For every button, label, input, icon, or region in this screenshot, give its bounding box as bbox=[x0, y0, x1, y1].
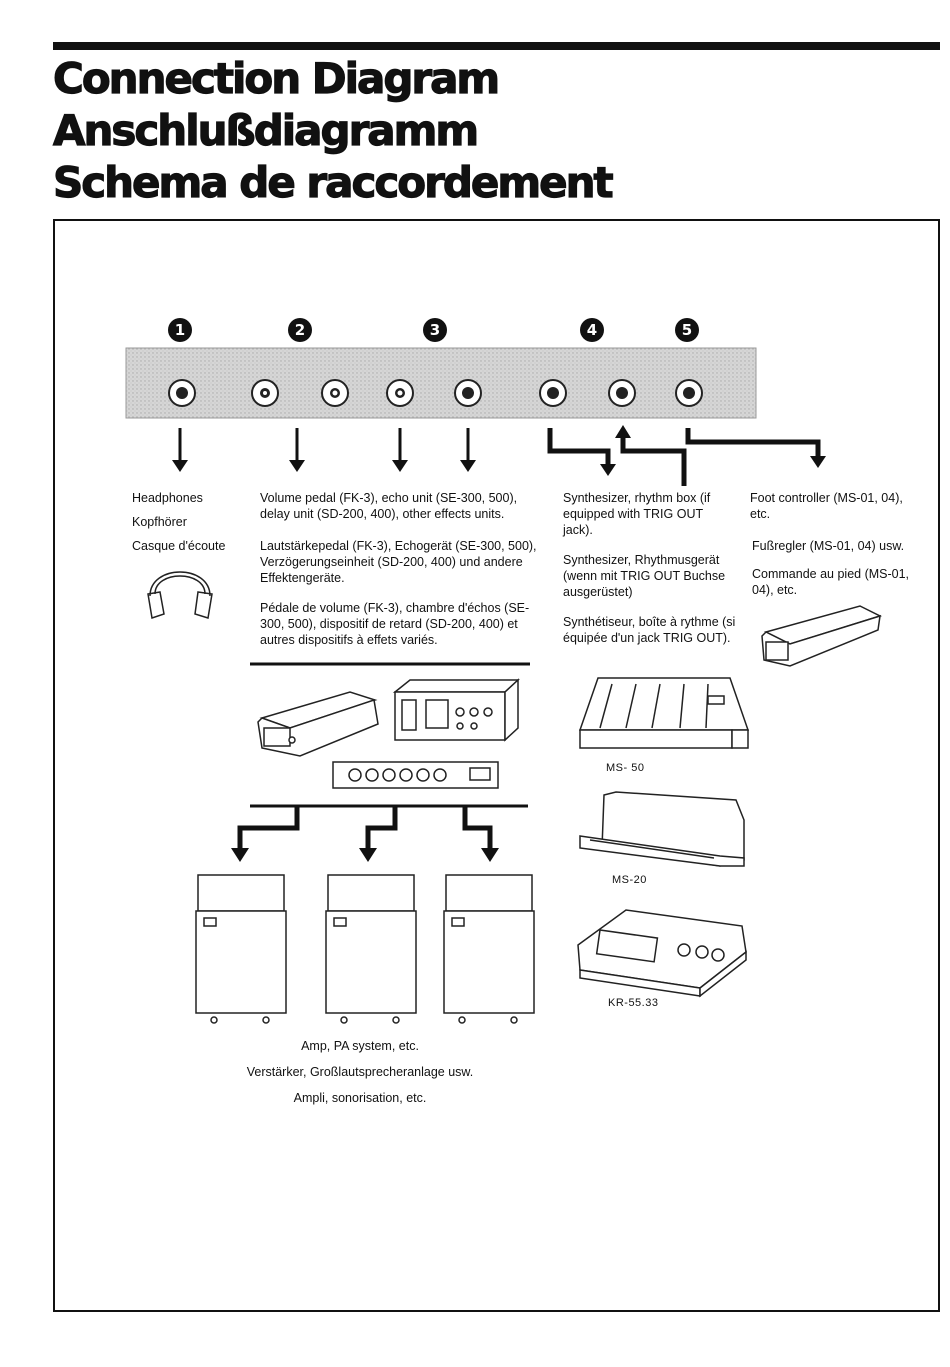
kr55-caption: KR-55.33 bbox=[608, 997, 659, 1009]
ms20-caption: MS-20 bbox=[612, 874, 647, 886]
jack-number-4: 4 bbox=[580, 318, 604, 342]
diagram-frame bbox=[53, 219, 940, 1312]
jack-number-5: 5 bbox=[675, 318, 699, 342]
title-french: Schema de raccordement bbox=[52, 158, 614, 207]
headphones-illustration bbox=[147, 571, 213, 619]
kr55-illustration bbox=[577, 909, 747, 998]
headphones-label-fr: Casque d'écoute bbox=[132, 539, 226, 553]
synth-text-de: Synthesizer, Rhythmusgerät (wenn mit TRI… bbox=[563, 553, 726, 599]
synth-text-en: Synthesizer, rhythm box (if equipped wit… bbox=[563, 491, 711, 537]
amplifier-3 bbox=[443, 874, 535, 1024]
effects-text-fr: Pédale de volume (FK-3), chambre d'échos… bbox=[260, 601, 530, 647]
effects-text-en: Volume pedal (FK-3), echo unit (SE-300, … bbox=[260, 491, 518, 521]
foot-text-en: Foot controller (MS-01, 04), etc. bbox=[750, 491, 903, 521]
headphones-label-en: Headphones bbox=[132, 491, 203, 505]
title-german: Anschlußdiagramm bbox=[52, 106, 479, 155]
ms20-illustration bbox=[579, 791, 745, 867]
ms50-caption: MS- 50 bbox=[606, 762, 645, 774]
headphones-label-de: Kopfhörer bbox=[132, 515, 187, 529]
title-rule bbox=[53, 42, 940, 50]
synth-text-fr: Synthétiseur, boîte à rythme (si équipée… bbox=[563, 615, 736, 645]
ms50-illustration bbox=[578, 677, 750, 749]
foot-text-fr: Commande au pied (MS-01, 04), etc. bbox=[752, 567, 910, 597]
foot-text-de: Fußregler (MS-01, 04) usw. bbox=[752, 539, 905, 553]
jack-number-1: 1 bbox=[168, 318, 192, 342]
amplifier-1 bbox=[195, 874, 287, 1024]
jack-number-2: 2 bbox=[288, 318, 312, 342]
jack-number-3: 3 bbox=[423, 318, 447, 342]
effects-text-de: Lautstärkepedal (FK-3), Echogerät (SE-30… bbox=[260, 539, 537, 585]
amplifier-2 bbox=[325, 874, 417, 1024]
title-english: Connection Diagram bbox=[52, 54, 500, 103]
amp-label-de: Verstärker, Großlautsprecheranlage usw. bbox=[246, 1065, 474, 1079]
amp-label-fr: Ampli, sonorisation, etc. bbox=[293, 1091, 427, 1105]
amp-label-en: Amp, PA system, etc. bbox=[301, 1039, 419, 1053]
